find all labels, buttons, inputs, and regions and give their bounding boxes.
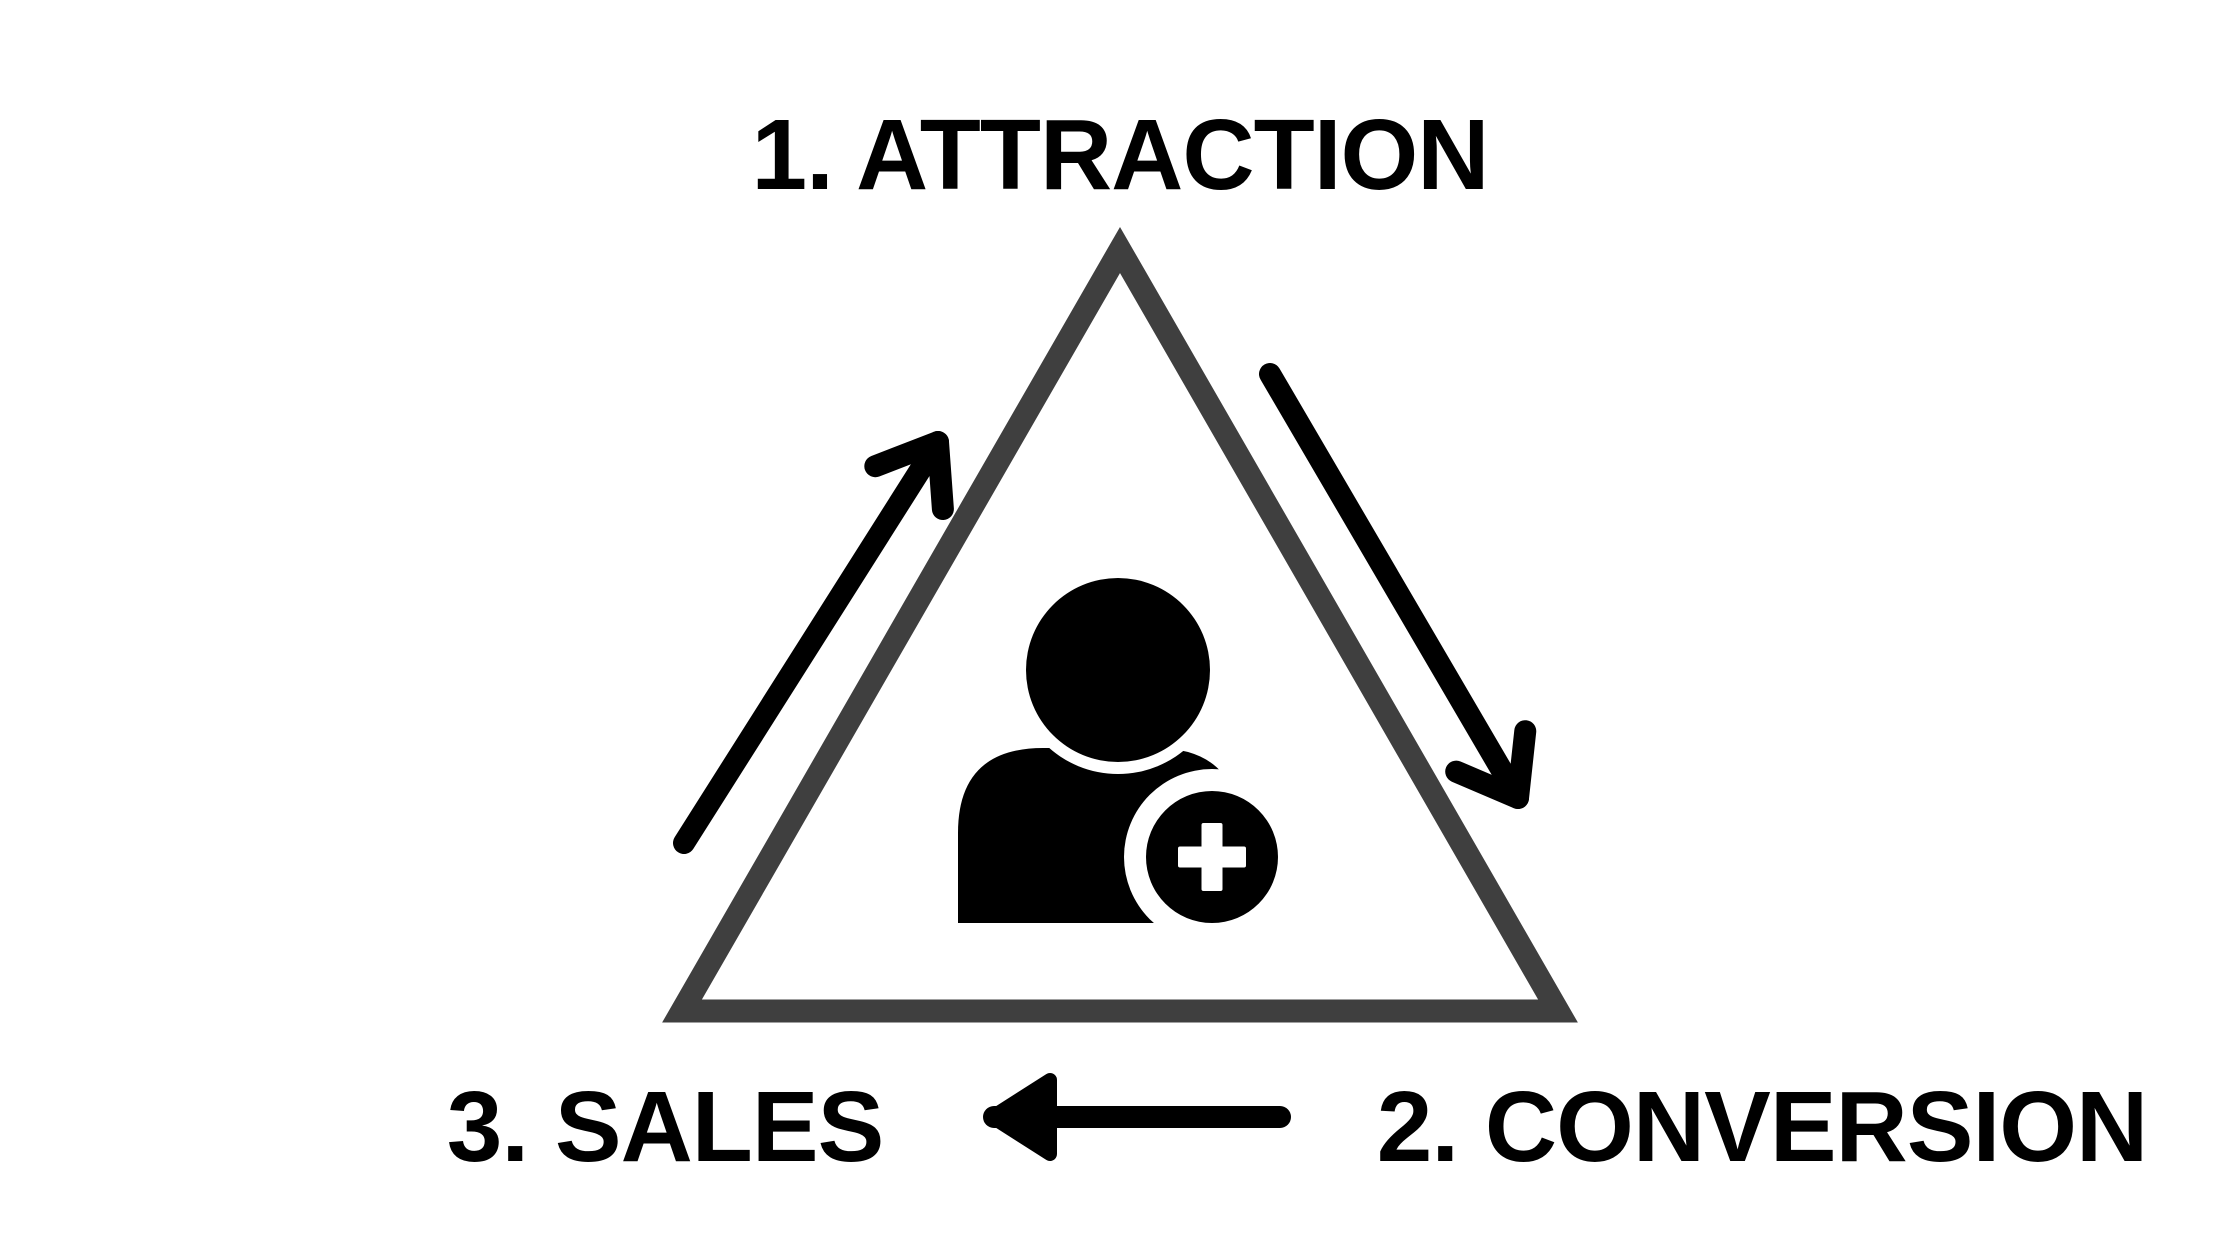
user-head: [1026, 578, 1210, 762]
up-arrow-icon: [673, 431, 954, 854]
down-arrow-icon: [1259, 363, 1537, 809]
conversion-label: 2. CONVERSION: [1376, 1071, 2148, 1183]
funnel-triangle: [662, 226, 1578, 1023]
add-user-icon: [958, 566, 1300, 945]
attraction-label: 1. ATTRACTION: [751, 99, 1490, 211]
sales-label: 3. SALES: [446, 1071, 885, 1183]
plus-icon: [1178, 823, 1246, 891]
